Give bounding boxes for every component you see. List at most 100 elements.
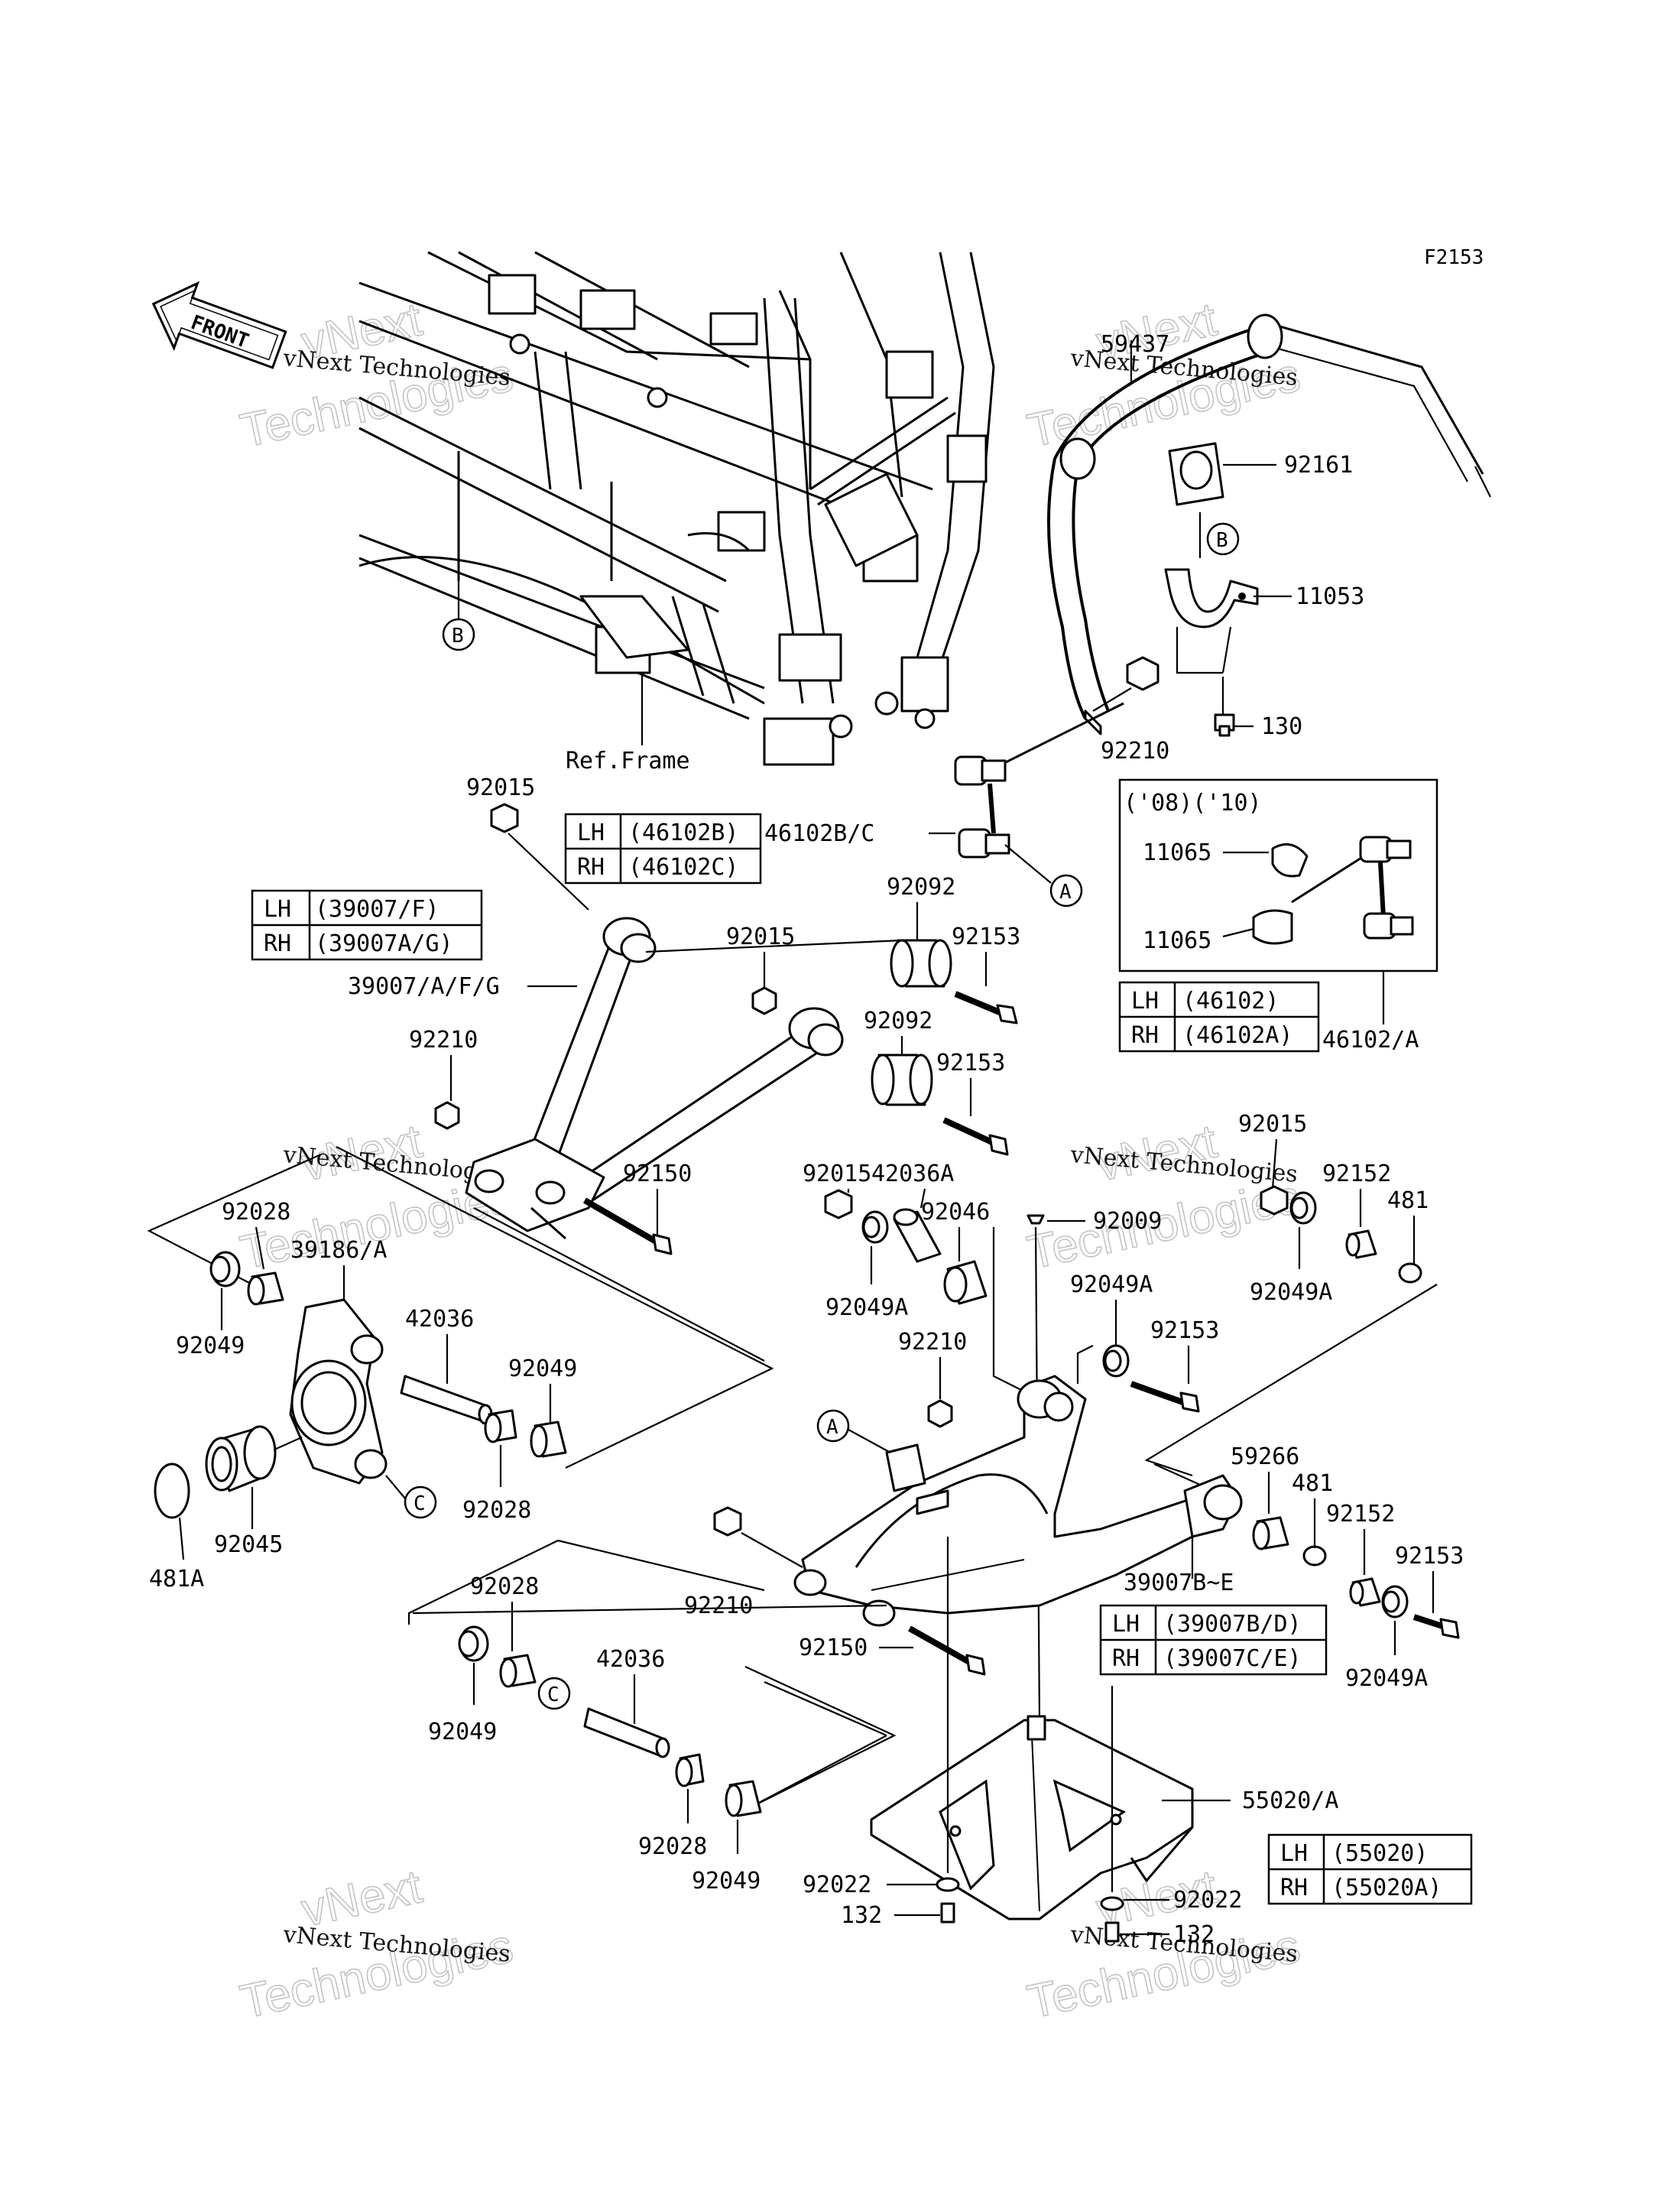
svg-text:(55020A): (55020A) xyxy=(1331,1875,1442,1901)
part-92092-a: 92092 xyxy=(887,874,955,901)
plane-line-left-c xyxy=(473,1207,765,1362)
stabilizer-bar xyxy=(1047,313,1491,735)
svg-text:LH: LH xyxy=(1131,988,1159,1015)
seal-92049-a-icon xyxy=(209,1251,241,1287)
svg-text:(39007B/D): (39007B/D) xyxy=(1163,1611,1302,1638)
plane-line-bottom-b xyxy=(412,1604,887,1615)
leader-92210-d xyxy=(741,1532,803,1568)
svg-text:C: C xyxy=(547,1683,559,1706)
part-11065-b: 11065 xyxy=(1143,927,1211,954)
part-92049a-b: 92049A xyxy=(1250,1279,1332,1306)
lh-rh-table-55020: LH (55020) RH (55020A) xyxy=(1267,1833,1473,1905)
year-variant-inset: ('08)('10) 11065 11065 xyxy=(1118,778,1438,972)
plane-line-lower-b xyxy=(1076,1345,1094,1384)
svg-text:RH: RH xyxy=(1280,1875,1308,1901)
part-55020: 55020/A xyxy=(1242,1787,1338,1814)
nut-92210-b-icon xyxy=(434,1101,460,1130)
part-11053: 11053 xyxy=(1296,583,1364,610)
plane-line-bottom-c xyxy=(557,1539,765,1592)
part-42036-a: 42036 xyxy=(405,1306,474,1333)
plane-line-bottom-e xyxy=(764,1680,887,1737)
svg-text:(39007/F): (39007/F) xyxy=(315,896,439,923)
svg-text:LH: LH xyxy=(1280,1840,1308,1867)
part-132-b: 132 xyxy=(1173,1921,1215,1948)
part-92153-a: 92153 xyxy=(952,924,1020,950)
part-92210-upper: 92210 xyxy=(1101,738,1169,765)
bolt-92153-a-icon xyxy=(954,991,1018,1024)
part-92210-d: 92210 xyxy=(684,1592,753,1619)
part-92028-a: 92028 xyxy=(222,1199,290,1226)
bushing-92028-c-icon xyxy=(499,1654,537,1688)
svg-text:RH: RH xyxy=(264,930,291,957)
part-92049-a: 92049 xyxy=(176,1333,245,1359)
watermark-top-left: vNext Technologies vNext Technologies xyxy=(235,292,518,458)
seal-92049-c-icon xyxy=(458,1625,489,1662)
seal-92049a-a-icon xyxy=(861,1210,889,1244)
bolt-92153-c-icon xyxy=(1130,1381,1200,1413)
leader-92015-a xyxy=(508,833,589,911)
plane-line-left-b xyxy=(336,1146,774,1469)
svg-text:(46102B): (46102B) xyxy=(628,820,739,846)
collar-92152-b-icon xyxy=(1349,1577,1381,1607)
plane-line-lower-a xyxy=(992,1227,1025,1392)
leader-a-link xyxy=(1004,844,1052,884)
front-arrow-icon: FRONT xyxy=(151,281,287,369)
part-42036a: 42036A xyxy=(871,1161,954,1187)
svg-text:RH: RH xyxy=(577,854,605,881)
bolt-130-icon xyxy=(1214,713,1235,737)
nut-92210-upper-icon xyxy=(1126,656,1159,691)
part-92150-a: 92150 xyxy=(623,1161,692,1187)
leader-92092-a-arm xyxy=(645,939,903,953)
callout-b-left: B xyxy=(442,618,475,651)
watermark-bottom-left: vNext Technologies vNext Technologies xyxy=(235,1859,518,2029)
part-92028-c: 92028 xyxy=(470,1573,539,1600)
seal-92049-d-icon xyxy=(725,1780,762,1817)
collar-42036a-icon xyxy=(893,1208,942,1263)
bolt-92150-a-icon xyxy=(582,1197,673,1255)
part-92015-a: 92015 xyxy=(466,774,535,801)
lower-a-arm-icon xyxy=(793,1375,1243,1627)
part-92092-b: 92092 xyxy=(864,1008,932,1034)
leader-a-lower xyxy=(848,1429,891,1453)
svg-text:(55020): (55020) xyxy=(1331,1840,1428,1867)
part-92152-b: 92152 xyxy=(1326,1501,1395,1528)
part-92009: 92009 xyxy=(1093,1208,1162,1235)
year-note: ('08)('10) xyxy=(1124,790,1262,817)
part-92153-b: 92153 xyxy=(936,1050,1005,1076)
svg-text:RH: RH xyxy=(1112,1645,1140,1672)
stabilizer-link-icon xyxy=(954,702,1124,859)
svg-text:RH: RH xyxy=(1131,1022,1159,1049)
part-92150-b: 92150 xyxy=(799,1635,868,1661)
svg-text:(39007C/E): (39007C/E) xyxy=(1163,1645,1302,1672)
bolt-92153-d-icon xyxy=(1412,1614,1460,1639)
nut-92210-d-icon xyxy=(713,1506,742,1537)
part-92049-c: 92049 xyxy=(428,1719,497,1745)
svg-text:(46102C): (46102C) xyxy=(628,854,739,881)
figure-code: F2153 xyxy=(1424,246,1484,269)
svg-text:B: B xyxy=(1216,529,1228,552)
part-92046: 92046 xyxy=(921,1199,990,1226)
svg-text:LH: LH xyxy=(577,820,605,846)
bolt-92153-b-icon xyxy=(942,1117,1009,1156)
part-132-a: 132 xyxy=(841,1902,882,1929)
part-481-a: 481 xyxy=(1387,1187,1429,1214)
svg-text:A: A xyxy=(1059,881,1072,904)
part-92015-c: 92015 xyxy=(803,1161,871,1187)
bolt-132-a-icon xyxy=(940,1902,955,1924)
svg-text:B: B xyxy=(452,625,464,648)
part-46102bc: 46102B/C xyxy=(764,820,875,847)
part-42036-b: 42036 xyxy=(596,1646,665,1673)
part-92210-b: 92210 xyxy=(409,1027,478,1054)
bolt-92150-b-icon xyxy=(908,1625,986,1676)
part-92152-a: 92152 xyxy=(1322,1161,1391,1187)
callout-c-lower: C xyxy=(537,1677,571,1710)
lh-rh-table-39007: LH (39007/F) RH (39007A/G) xyxy=(251,889,483,961)
leader-92210-stab xyxy=(1092,687,1132,712)
part-92161: 92161 xyxy=(1284,452,1353,479)
part-92015-b: 92015 xyxy=(726,924,795,950)
part-92153-d: 92153 xyxy=(1395,1543,1464,1570)
callout-a-upper: A xyxy=(1049,874,1083,907)
callout-b-right: B xyxy=(1206,522,1240,556)
bushing-59266-icon xyxy=(1252,1516,1289,1550)
